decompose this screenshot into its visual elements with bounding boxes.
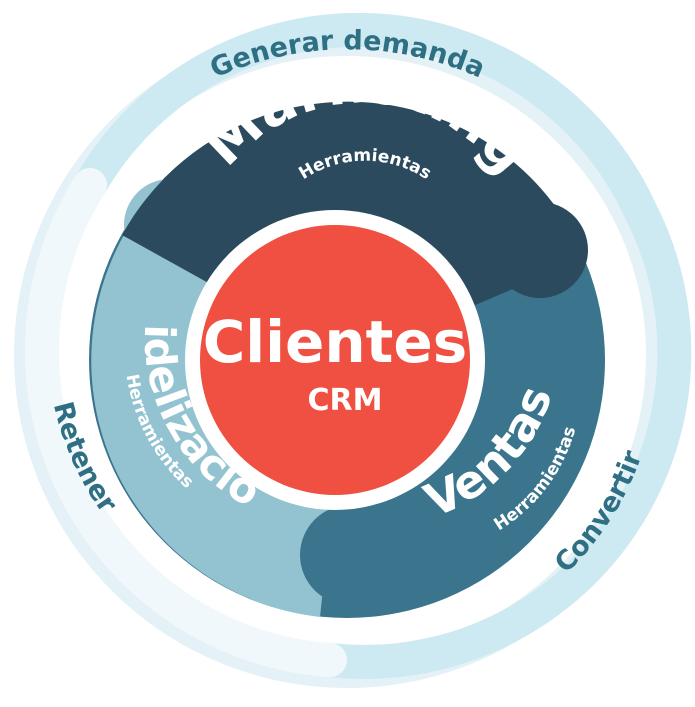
center-subtitle: CRM [308, 383, 383, 418]
center-circle [200, 225, 470, 495]
segment-ventas-cap [300, 505, 400, 605]
center-title: Clientes [203, 308, 468, 376]
segment-marketing-cap [492, 202, 588, 298]
outer-ring-arc-convert [313, 193, 692, 679]
outer-ring-arc-retain [24, 168, 347, 677]
outer-ring-arc-demand [73, 12, 657, 227]
